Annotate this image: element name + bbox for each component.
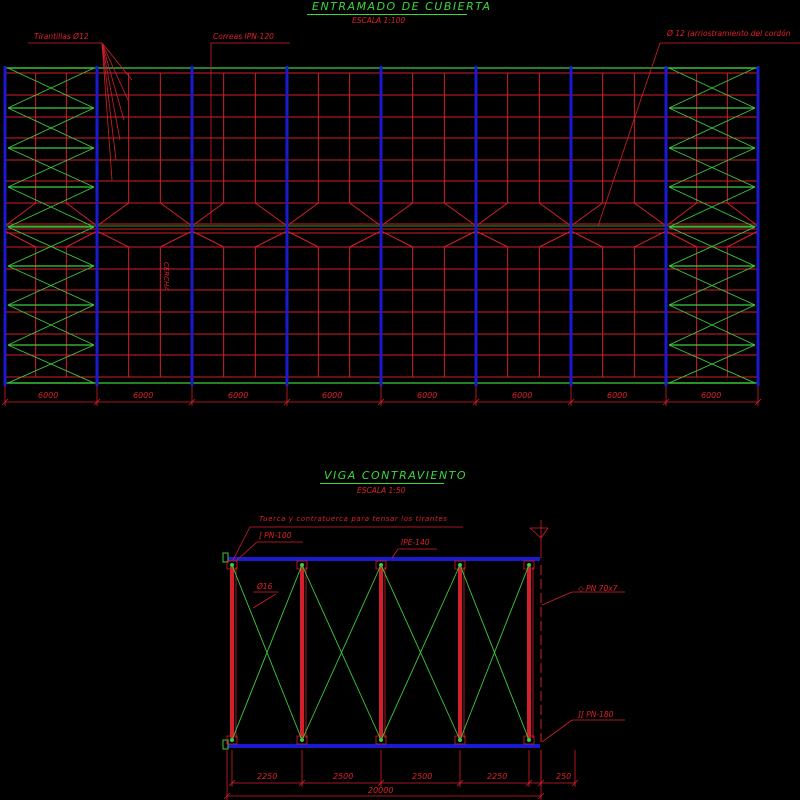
bay-dimension: 6000 [228,391,249,400]
bay-dimension: 6000 [512,391,533,400]
wind-beam-title: VIGA CONTRAVIENTO [324,469,468,482]
beam-dimension: 2500 [412,772,433,781]
bay-dimension: 6000 [38,391,59,400]
upn100-label: [ PN-100 [259,531,292,540]
beam-dimension: 250 [556,772,572,781]
roof-plan-title-underline [307,14,467,15]
bay-dimension: 6000 [607,391,628,400]
beam-total-dimension: 20000 [368,786,394,795]
roof-framing-plan [1,42,800,406]
rod-diameter-label: Ø16 [257,582,273,591]
bay-dimension: 6000 [322,391,343,400]
chord-brace-label: Ø 12 (arriostramiento del cordón [667,29,791,38]
roof-plan-scale: ESCALA 1:100 [352,16,406,25]
purlins-label: Correas IPN-120 [213,32,274,41]
wind-beam-title-underline [320,483,444,484]
upn180-label: ][ PN-180 [578,710,614,719]
nut-note-label: Tuerca y contratuerca para tensar los ti… [259,515,448,523]
bay-dimension: 6000 [417,391,438,400]
beam-dimension: 2250 [487,772,508,781]
truss-label: CERCHA [162,262,170,292]
bay-dimension: 6000 [701,391,722,400]
ipe140-label: IPE-140 [401,538,430,547]
tie-rods-label: Tirantillas Ø12 [34,32,89,41]
roof-plan-title: ENTRAMADO DE CUBIERTA [312,0,492,13]
bay-dimension: 6000 [133,391,154,400]
wind-bracing-beam [222,520,625,800]
beam-dimension: 2250 [257,772,278,781]
beam-dimension: 2500 [333,772,354,781]
tube-label: ◇ PN 70x7 [578,584,618,593]
wind-beam-scale: ESCALA 1:50 [357,486,406,495]
